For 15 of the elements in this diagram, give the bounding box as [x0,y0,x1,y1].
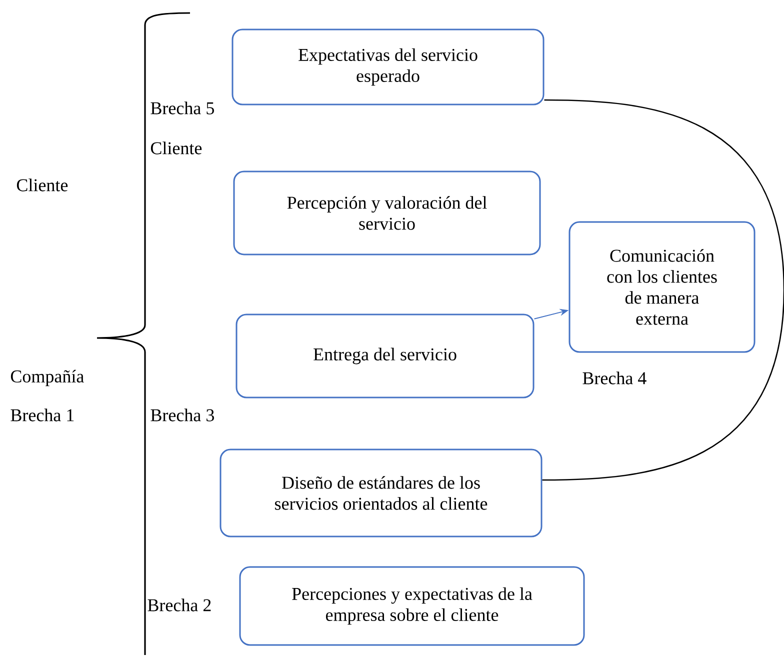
gap-label: Brecha 2 [148,598,211,612]
gap-label: Brecha 1 [10,408,74,422]
process-box: Diseño de estándares de los servicios orientados al cliente [220,448,542,538]
gap-label: Compañía [10,370,84,386]
gap-label: Brecha 3 [150,408,214,422]
gap-label: Brecha 4 [582,372,646,384]
gap-label: Cliente [150,142,202,154]
connector-line [542,99,784,481]
gap-label: Brecha 5 [150,102,214,114]
process-box: Expectativas del servicio esperado [232,28,544,106]
process-box: Comunicación con los clientes de manera externa [568,221,756,353]
process-box: Entrega del servicio [236,314,534,398]
process-box: Percepción y valoración del servicio [233,170,541,256]
process-box: Percepciones y expectativas de la empresa sobre el cliente [239,566,585,646]
gap-label: Cliente [16,178,68,192]
